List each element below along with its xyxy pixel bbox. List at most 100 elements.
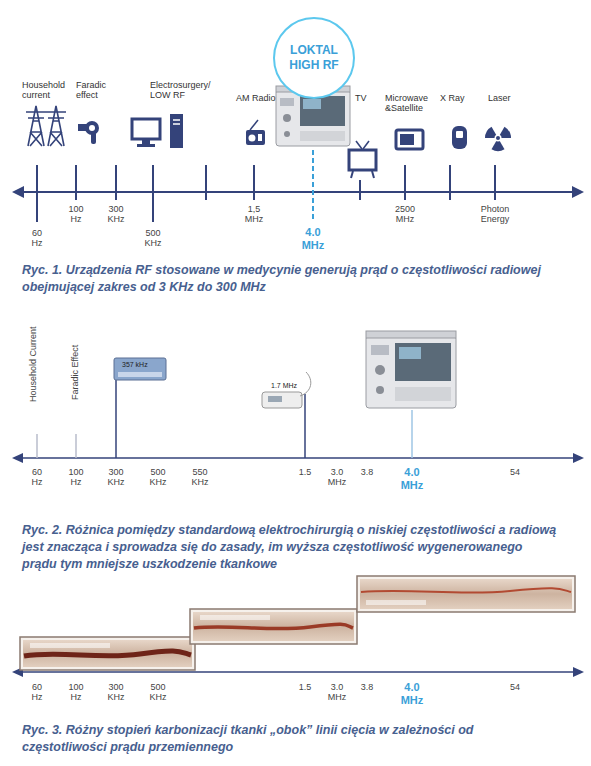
pylon-right [46, 106, 66, 146]
frequency-value: Photon Energy [474, 204, 516, 225]
device-knob [375, 365, 385, 375]
low-rf-device [114, 358, 166, 380]
radiation-icon [485, 127, 511, 151]
frequency-value: 60 Hz [29, 682, 45, 703]
photo-tissue [360, 579, 572, 609]
frequency-value: 500 KHz [141, 228, 165, 249]
frequency-circle: LOKTAL HIGH RF [273, 17, 355, 99]
category-label: Faradic effect [76, 80, 116, 101]
photo-frame [357, 576, 575, 612]
frequency-value: 4.0 MHz [397, 681, 427, 706]
monitor-stand [142, 139, 150, 144]
xray-window [456, 131, 463, 138]
device-case [366, 336, 456, 408]
tv-screen [349, 150, 376, 170]
radio-speaker [249, 135, 256, 142]
axis-tick [75, 165, 77, 200]
frequency-value: 60 Hz [29, 467, 45, 488]
device-button [371, 345, 389, 355]
device-button [280, 98, 294, 106]
tissue-photo [357, 576, 575, 612]
category-label: Laser [488, 93, 522, 103]
axis-tick [115, 165, 117, 200]
category-label: X Ray [440, 93, 474, 103]
figure-caption: Ryc. 3. Różny stopień karbonizacji tkank… [22, 722, 557, 756]
axis-tick [411, 410, 413, 458]
radio-body [246, 130, 265, 145]
tissue-photo [20, 637, 195, 670]
tissue-photo [190, 609, 357, 644]
cut-line [24, 651, 191, 656]
photo-tag [200, 615, 270, 620]
axis-tick [75, 434, 77, 458]
axis-tick [152, 165, 154, 222]
frequency-value: 500 KHz [146, 467, 170, 488]
axis-arrow [572, 186, 584, 198]
xray-tube [452, 126, 467, 149]
device-knob [283, 114, 291, 122]
frequency-value: 100 Hz [66, 682, 86, 703]
device-display [268, 396, 282, 402]
tower-slot [173, 123, 180, 125]
radiation-core [496, 136, 500, 140]
cut-line [194, 624, 353, 628]
device-case [114, 358, 166, 380]
frequency-value: 2500 MHz [391, 204, 419, 225]
axis-tick [253, 165, 255, 200]
frequency-value: 100 Hz [66, 467, 86, 488]
frequency-value: 54 [505, 682, 525, 692]
pylon-left [26, 106, 46, 146]
microwave-icon [396, 130, 423, 149]
frequency-value: 300 KHz [104, 467, 128, 488]
axis-tick [404, 165, 406, 200]
frequency-value: 1.5 [295, 467, 315, 477]
frequency-value: 4.0 MHz [298, 226, 328, 251]
rf-generator-device [366, 331, 456, 408]
tv-leg [372, 171, 374, 178]
frequency-value: 1.5 [295, 682, 315, 692]
frequency-value: 3.0 MHz [325, 467, 349, 488]
photo-tissue [23, 640, 192, 667]
device-socket-panel [300, 131, 345, 141]
frequency-value: 4.0 MHz [397, 466, 427, 491]
device-top [366, 331, 456, 338]
frequency-value: 60 Hz [29, 228, 45, 249]
device-socket-panel [395, 387, 451, 401]
category-label: AM Radio [236, 93, 286, 103]
frequency-value: 3.8 [357, 467, 377, 477]
axis-tick [449, 165, 451, 200]
tv-antenna [356, 141, 362, 149]
axis-arrow [573, 453, 584, 463]
monitor-screen [132, 119, 160, 139]
frequency-value: 3.8 [357, 682, 377, 692]
frequency-value: 54 [505, 467, 525, 477]
axis-tick [115, 380, 117, 458]
photo-frame [20, 637, 195, 670]
device-label: 357 kHz [122, 361, 162, 369]
frequency-axis [12, 453, 584, 463]
device-cable [300, 372, 311, 396]
axis-tick [36, 434, 38, 458]
photo-frame [190, 609, 357, 644]
device-label: 1.7 MHz [271, 382, 311, 390]
frequency-value: 1,5 MHz [242, 204, 266, 225]
frequency-value: 300 KHz [104, 682, 128, 703]
figure-caption: Ryc. 2. Różnica pomiędzy standardową ele… [22, 522, 557, 573]
device-display [303, 99, 321, 109]
computer-icon [132, 114, 183, 148]
category-label: Household current [22, 80, 77, 101]
pylon-icon [26, 106, 66, 146]
photo-tag [366, 600, 426, 605]
axis-tick [359, 180, 361, 200]
category-label: Household Current [28, 326, 38, 402]
radio-antenna [250, 120, 258, 130]
axis-tick [205, 165, 207, 200]
photo-tissue [193, 612, 354, 641]
cut-line [361, 588, 571, 592]
frequency-value: 100 Hz [66, 204, 86, 225]
xray-icon [452, 126, 467, 149]
axis-tick [36, 165, 38, 222]
mid-rf-device [262, 372, 311, 408]
device-buttons [118, 372, 162, 377]
computer-tower [170, 114, 183, 148]
